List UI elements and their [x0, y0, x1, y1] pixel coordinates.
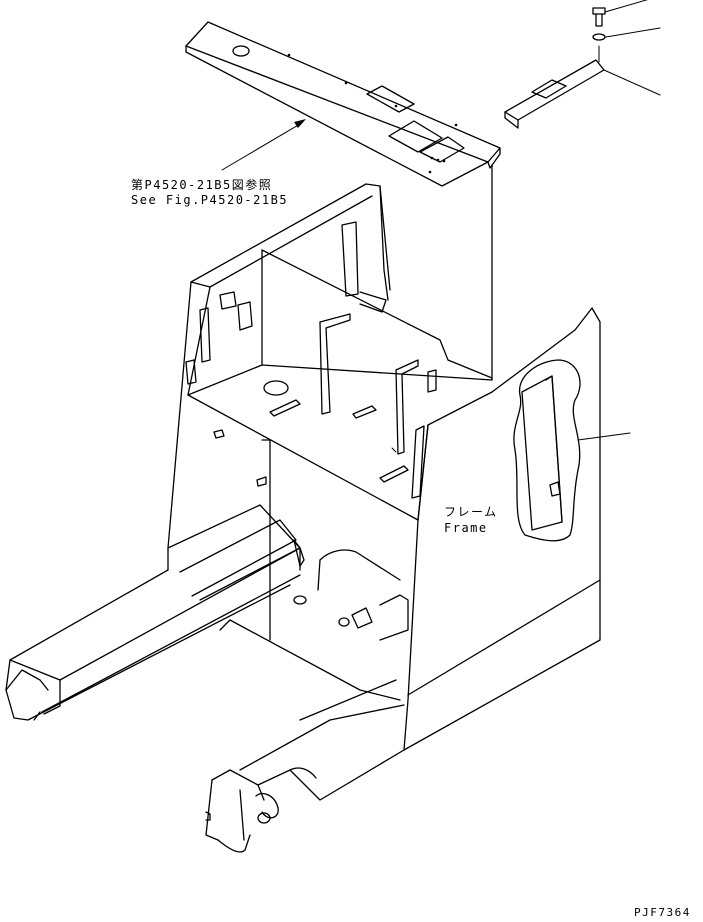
drawing-id: PJF7364 [634, 906, 691, 919]
reference-arrow [221, 119, 306, 171]
main-frame [167, 164, 631, 751]
reference-label-jp: 第P4520-21B5図参照 [131, 178, 273, 192]
reference-label-en: See Fig.P4520-21B5 [131, 193, 289, 207]
frame-label-en: Frame [444, 521, 488, 535]
right-arm [205, 619, 405, 853]
bolt-washer-bracket [504, 0, 661, 129]
left-arm [5, 504, 305, 721]
frame-label-jp: フレーム [444, 505, 498, 519]
top-cover-plate [185, 21, 501, 187]
